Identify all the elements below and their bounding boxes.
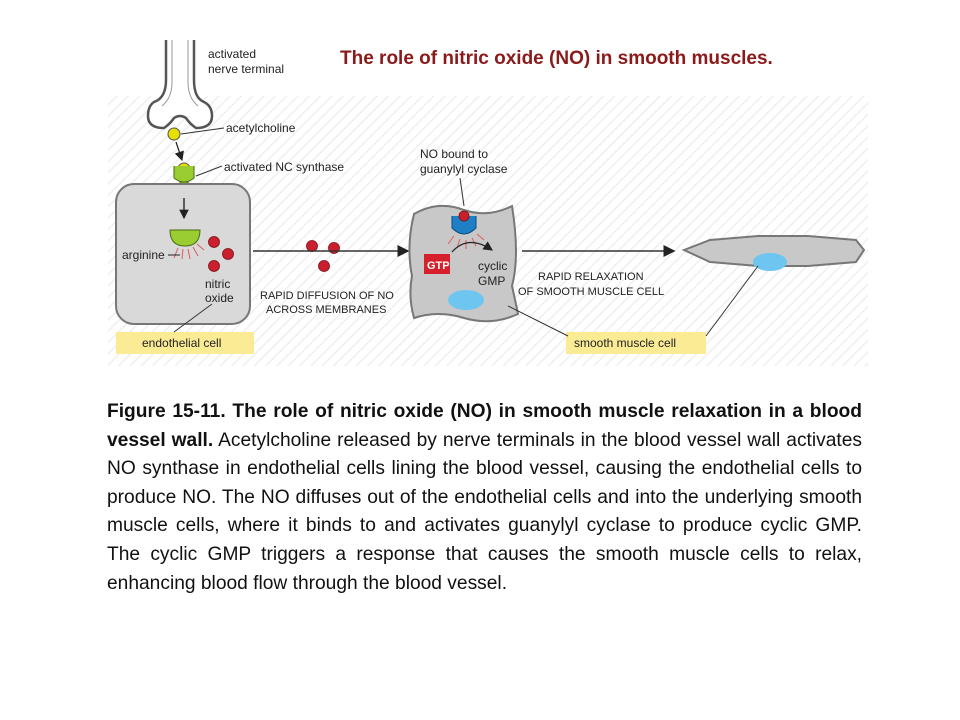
nitric-oxide-diagram: activated nerve terminal acetylcholine a… [108, 40, 868, 366]
synthase-burst [173, 243, 205, 260]
smooth-muscle-cell-label: smooth muscle cell [574, 336, 676, 350]
guanylyl-cyclase [447, 210, 485, 249]
gtp-label: GTP [427, 260, 450, 272]
activated-nerve-terminal-label-1: activated [208, 47, 256, 61]
nitric-oxide-label-1: nitric [205, 277, 230, 291]
nerve-terminal [146, 40, 214, 130]
nc-synthase-pointer [195, 165, 223, 177]
no-bound-label-2: guanylyl cyclase [420, 162, 508, 176]
cyclic-gmp-label-1: cyclic [478, 259, 507, 273]
nitric-oxide-label-2: oxide [205, 291, 234, 305]
acetylcholine-label: acetylcholine [226, 121, 296, 135]
no-synthase [169, 229, 201, 247]
activated-nerve-terminal-label-2: nerve terminal [208, 62, 284, 76]
endothelial-pointer [173, 303, 213, 333]
rapid-diffusion-label-1: RAPID DIFFUSION OF NO [260, 290, 394, 302]
acetylcholine-pointer [180, 127, 225, 135]
caption-lead: Figure 15-11. The role of nitric oxide (… [107, 401, 862, 451]
no-bound-label-1: NO bound to [420, 147, 488, 161]
endothelial-cell-label-box [116, 332, 254, 354]
gtp-to-cgmp-arrow [451, 241, 493, 253]
endothelial-cell-label: endothelial cell [142, 336, 221, 350]
caption-body: Acetylcholine released by nerve terminal… [107, 429, 862, 594]
smooth-muscle-cell-label-box [566, 332, 706, 354]
figure-caption: Figure 15-11. The role of nitric oxide (… [107, 398, 862, 598]
slide-title: The role of nitric oxide (NO) in smooth … [340, 48, 773, 69]
no-bound-pointer [459, 177, 465, 207]
contracted-smooth-muscle-cell [408, 204, 520, 323]
smooth-muscle-pointer-right [705, 265, 759, 337]
contracted-cell-nucleus [448, 290, 484, 310]
acetylcholine-molecule [167, 127, 181, 141]
arginine-label: arginine [122, 248, 165, 262]
rapid-relaxation-label-1: RAPID RELAXATION [538, 271, 644, 283]
activated-nc-synthase-label: activated NC synthase [224, 160, 344, 174]
smooth-muscle-pointer-left [507, 305, 569, 337]
relaxed-smooth-muscle-cell [681, 235, 866, 267]
rapid-diffusion-label-2: ACROSS MEMBRANES [266, 304, 386, 316]
no-molecules-endothelial [208, 236, 234, 272]
rapid-relaxation-label-2: OF SMOOTH MUSCLE CELL [518, 286, 664, 298]
cyclic-gmp-label-2: GMP [478, 274, 505, 288]
gtp-box [424, 254, 450, 274]
relaxed-cell-nucleus [753, 253, 787, 271]
arrow-to-receptor [174, 141, 184, 162]
